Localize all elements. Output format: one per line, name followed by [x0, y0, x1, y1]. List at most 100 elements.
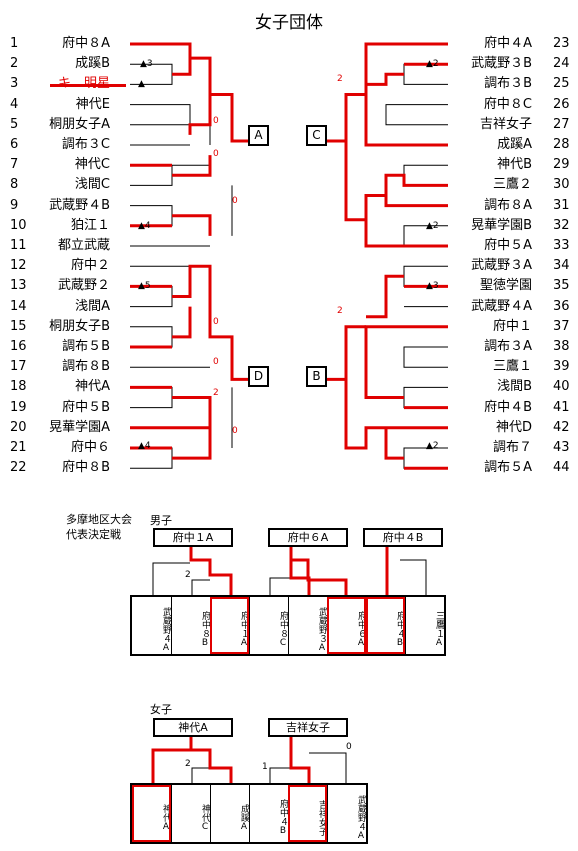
team-number: 10	[10, 217, 27, 233]
final-team-cell: 神代C	[171, 785, 210, 842]
score-note: ▲	[138, 79, 145, 89]
team-name: 武蔵野２	[57, 278, 110, 294]
team-name: 三鷹１	[492, 359, 532, 375]
boys-label: 男子	[150, 514, 172, 527]
team-number: 8	[10, 177, 19, 193]
team-number: 19	[10, 399, 27, 415]
final-team-cell: 吉祥女子	[288, 785, 327, 842]
girls-winner-box: 吉祥女子	[268, 718, 348, 737]
bracket-label-c: C	[306, 125, 327, 146]
team-name: 三鷹２	[492, 177, 532, 193]
final-team-cell: 成蹊A	[210, 785, 249, 842]
team-number: 6	[10, 137, 19, 152]
final-team-cell: 府中６A	[327, 597, 366, 654]
team-number: 26	[553, 96, 570, 112]
team-name: 府中４A	[484, 36, 532, 51]
team-name: 調布５A	[484, 460, 532, 476]
rep-title-line2: 代表決定戦	[66, 528, 121, 541]
team-name: 成蹊B	[75, 56, 110, 72]
winner-line	[130, 42, 192, 76]
team-name: 調布３C	[61, 137, 110, 152]
team-number: 14	[10, 298, 27, 314]
final-team-cell: 府中４B	[366, 597, 405, 654]
score-note: ▲3	[426, 281, 439, 291]
team-name: 桐朋女子A	[49, 116, 110, 132]
winner-line	[384, 173, 448, 208]
team-number: 23	[553, 36, 570, 51]
final-team-cell: 府中４B	[249, 785, 288, 842]
bracket-line	[130, 104, 191, 126]
team-name: 調布５B	[62, 339, 110, 354]
winner-line	[384, 427, 404, 460]
score-note: ▲2	[426, 221, 439, 231]
team-number: 40	[553, 379, 570, 395]
team-number: 42	[553, 419, 570, 435]
score-note: 0	[213, 357, 219, 367]
team-number: 11	[10, 238, 27, 253]
team-name: 武蔵野３B	[471, 56, 532, 72]
team-name: 府中５B	[62, 399, 110, 415]
girls-score: 0	[346, 742, 352, 752]
bracket-line	[309, 752, 347, 783]
team-number: 31	[553, 197, 570, 213]
team-number: 33	[553, 238, 570, 253]
team-number: 9	[10, 197, 19, 213]
winner-line	[188, 56, 212, 135]
team-name: 狛江１	[70, 217, 110, 233]
team-name: 桐朋女子B	[49, 318, 110, 334]
team-number: 43	[553, 440, 570, 455]
team-number: 13	[10, 278, 27, 294]
team-number: 4	[10, 96, 19, 112]
winner-line	[130, 396, 212, 430]
team-number: 22	[10, 460, 27, 476]
boys-winner-box: 府中４B	[363, 528, 443, 547]
girls-score: 2	[185, 759, 191, 769]
winner-line	[366, 274, 404, 319]
winner-line	[344, 379, 448, 450]
girls-label: 女子	[150, 703, 172, 716]
score-note: 2	[337, 306, 343, 316]
team-name: 調布８B	[62, 359, 110, 375]
team-name: 調布８A	[484, 197, 532, 213]
boys-score: 2	[185, 570, 191, 580]
team-name: 調布７	[492, 440, 532, 455]
team-name: 神代B	[497, 157, 532, 173]
final-team-cell: 武蔵野４A	[161, 606, 171, 653]
bracket-line	[130, 285, 173, 308]
team-number: 37	[553, 318, 570, 334]
team-name: 晃華学園B	[471, 217, 532, 233]
score-note: 0	[213, 317, 219, 327]
boys-winner-box: 府中６A	[268, 528, 348, 547]
team-name: 府中６	[70, 440, 110, 455]
girls-score: 1	[262, 762, 268, 772]
bracket-line	[152, 562, 190, 595]
bracket-line	[400, 559, 427, 595]
team-number: 36	[553, 298, 570, 314]
final-team-cell: 武蔵野３A	[288, 597, 327, 654]
winner-line	[172, 417, 212, 460]
team-name: 神代E	[75, 96, 110, 112]
bracket-line	[403, 386, 448, 409]
team-name: 武蔵野４A	[471, 298, 532, 314]
final-team-cell: 府中１A	[210, 597, 249, 654]
bracket-line	[403, 447, 448, 469]
team-number: 24	[553, 56, 570, 72]
team-number: 3	[10, 76, 19, 92]
bracket-line	[130, 447, 173, 469]
winner-line	[289, 735, 311, 783]
team-number: 38	[553, 339, 570, 354]
team-name: 浅間C	[74, 177, 110, 193]
winner-line	[151, 735, 193, 783]
team-name: 調布３B	[484, 76, 532, 92]
team-name: 武蔵野３A	[471, 258, 532, 274]
team-name: 府中４B	[484, 399, 532, 415]
team-number: 41	[553, 399, 570, 415]
team-name: 吉祥女子	[479, 116, 532, 132]
winner-line	[172, 306, 192, 339]
score-note: 0	[213, 149, 219, 159]
bracket-label-d: D	[248, 366, 269, 387]
team-name: 都立武蔵	[57, 238, 110, 253]
winner-line	[189, 545, 233, 595]
team-name: 武蔵野４B	[49, 197, 110, 213]
